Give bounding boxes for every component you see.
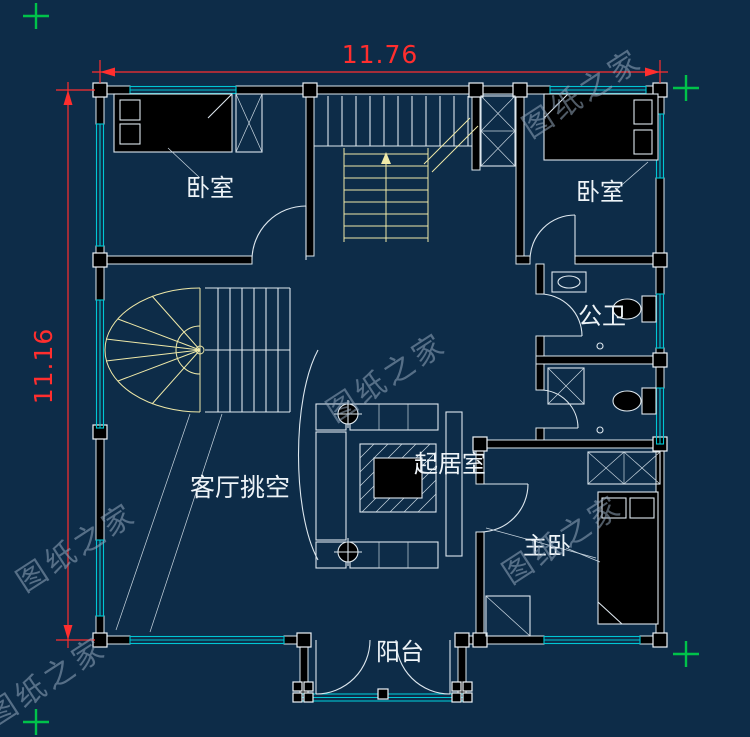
- window-bottom-master: [543, 635, 641, 645]
- watermark-text: 图纸之家: [0, 630, 113, 733]
- register-cross-icon: [23, 3, 49, 29]
- wardrobe-left: [235, 93, 263, 153]
- window-left-middle: [95, 299, 105, 429]
- label-bedroom-right: 卧室: [576, 178, 624, 206]
- window-right-bath1: [655, 293, 665, 349]
- master-closet: [587, 451, 661, 485]
- balcony-posts: [292, 681, 473, 703]
- dimension-top: 11.76: [92, 40, 668, 83]
- window-left-lower: [95, 539, 105, 617]
- room-labels: 卧室 卧室 公卫 客厅挑空 起居室 主卧 阳台: [186, 174, 626, 666]
- label-bedroom-left: 卧室: [186, 174, 234, 202]
- label-living-void: 客厅挑空: [190, 473, 290, 502]
- door-bedroom-left: [251, 205, 307, 261]
- label-balcony: 阳台: [376, 638, 424, 666]
- bathroom-top-fixtures: [551, 271, 657, 350]
- master-dresser: [485, 595, 531, 637]
- label-sitting-room: 起居室: [414, 450, 486, 478]
- door-bathroom-bottom: [539, 389, 579, 429]
- window-bottom-left: [129, 635, 285, 645]
- column-marker-bottom: [334, 538, 362, 566]
- watermark-text: 图纸之家: [320, 326, 453, 429]
- bed-left: [113, 93, 233, 153]
- label-leaders: [167, 147, 649, 563]
- window-top-left: [129, 85, 237, 95]
- door-bedroom-right: [529, 214, 576, 261]
- dim-height-label: 11.16: [29, 328, 58, 405]
- sofa-set: [298, 349, 463, 569]
- register-cross-icon: [673, 75, 699, 101]
- door-balcony-right: [395, 639, 451, 695]
- doors: [251, 205, 583, 695]
- window-left-upper: [95, 123, 105, 247]
- door-master-bedroom: [479, 483, 529, 533]
- bathroom-bottom-fixtures: [547, 367, 657, 434]
- label-bathroom: 公卫: [578, 302, 626, 330]
- stairs-upper: [314, 96, 479, 242]
- label-master-bedroom: 主卧: [523, 532, 571, 560]
- stairs-winder: [104, 287, 291, 413]
- door-balcony-left: [315, 639, 371, 695]
- door-bathroom-top: [539, 293, 583, 337]
- dim-width-label: 11.76: [342, 40, 419, 69]
- bed-right: [543, 93, 659, 161]
- void-sight-lines: [115, 413, 223, 633]
- interior-walls: [95, 93, 665, 645]
- column-marker-top: [334, 400, 362, 428]
- registration-marks: [23, 3, 699, 735]
- stair-direction-arrow: [381, 152, 391, 164]
- register-cross-icon: [23, 709, 49, 735]
- master-bed: [597, 491, 659, 625]
- watermark-text: 图纸之家: [10, 496, 143, 599]
- window-right-bath2: [655, 387, 665, 445]
- closet-stairwell: [480, 95, 516, 167]
- dimension-left: 11.16: [29, 82, 95, 648]
- register-cross-icon: [673, 641, 699, 667]
